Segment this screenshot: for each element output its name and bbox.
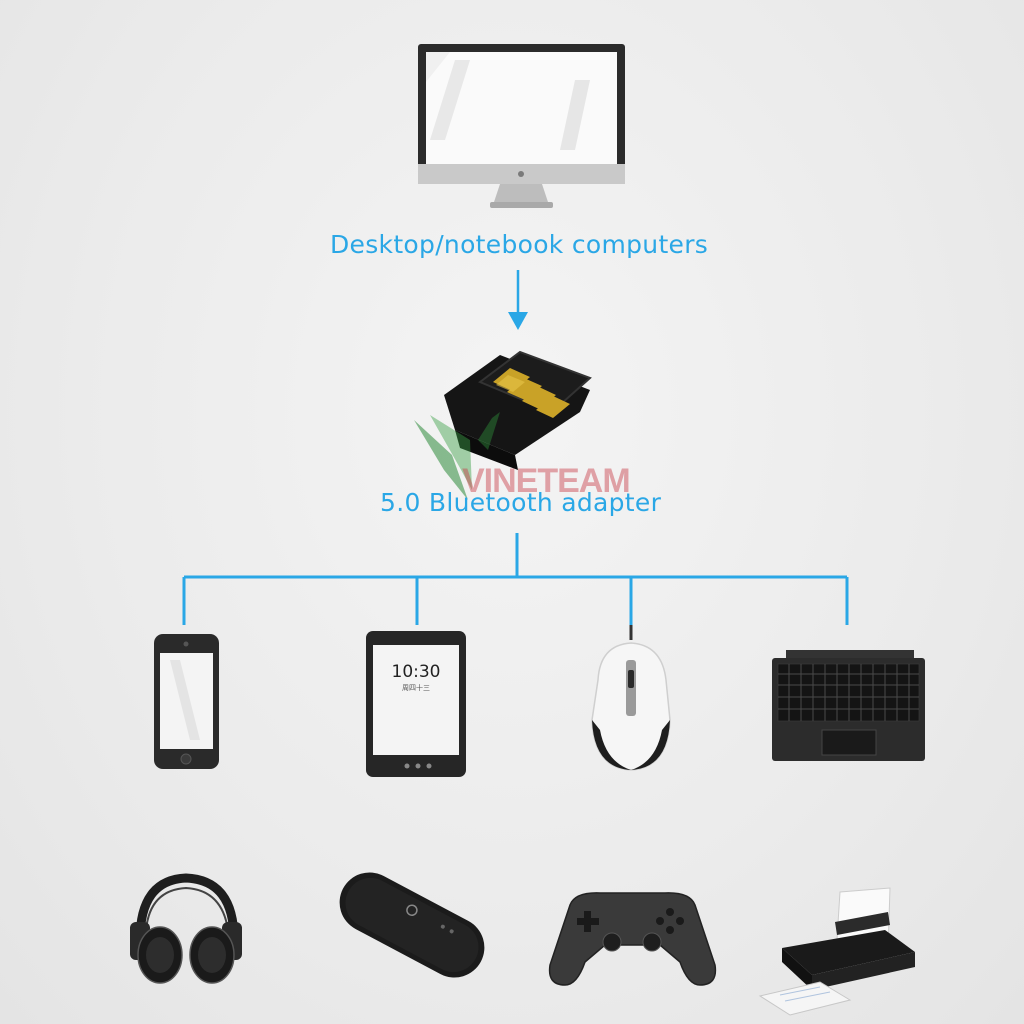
source-label: Desktop/notebook computers — [330, 230, 709, 259]
adapter-label: 5.0 Bluetooth adapter — [380, 488, 662, 517]
tablet-date: 周四十三 — [402, 684, 430, 692]
tablet-time: 10:30 — [391, 662, 441, 682]
watermark-text: VINETEAM — [462, 462, 631, 500]
